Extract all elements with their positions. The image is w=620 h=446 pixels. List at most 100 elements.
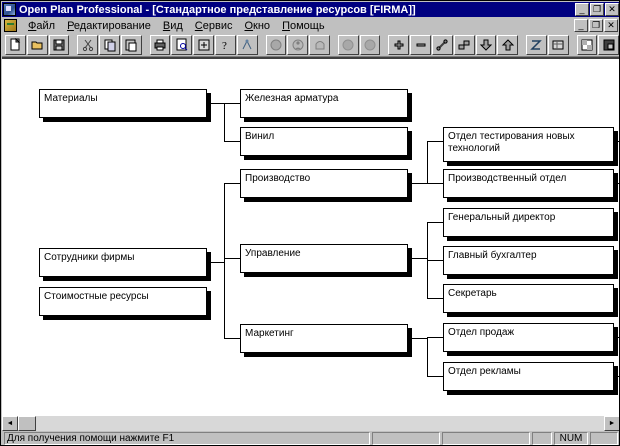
tree-node-label: Управление [245, 248, 301, 259]
toolbar-separator [331, 44, 338, 45]
menu-accel: П [282, 19, 290, 32]
resource-shape-icon[interactable] [309, 34, 330, 55]
connector-line [224, 183, 240, 184]
menu-label: омощь [289, 19, 325, 32]
connector-line [427, 222, 443, 223]
close-icon: ✕ [608, 4, 616, 14]
print-icon[interactable] [149, 34, 171, 55]
menu-accel: Р [67, 19, 74, 32]
new-file-icon[interactable] [5, 34, 26, 55]
document-icon[interactable] [4, 19, 17, 32]
layout-icon[interactable] [576, 34, 598, 55]
tree-node-proizvodstvennyy-otdel[interactable]: Производственный отдел [443, 169, 614, 198]
toolbar-separator [143, 44, 150, 45]
connector-line [614, 376, 619, 377]
scrollbar-track[interactable] [36, 416, 604, 431]
network-icon[interactable] [236, 34, 258, 55]
paste-icon[interactable] [120, 34, 142, 55]
tree-node-otdel-reklamy[interactable]: Отдел рекламы [443, 362, 614, 391]
menu-label: ид [170, 19, 183, 32]
connector-line [427, 141, 428, 183]
connector-line [614, 141, 619, 142]
menu-bar: Файл Редактирование Вид Сервис Окно Помо… [2, 18, 619, 33]
status-bar: Для получения помощи нажмите F1 NUM [2, 431, 619, 445]
filled-circle-icon[interactable] [337, 34, 359, 55]
table-icon[interactable] [547, 34, 569, 55]
minimize-icon: _ [579, 4, 585, 14]
menu-item-edit[interactable]: Редактирование [61, 19, 157, 33]
tree-node-glavnyy-buhgalter[interactable]: Главный бухгалтер [443, 246, 614, 275]
resource-tree-canvas[interactable]: Материалы Железная арматура Винил Отдел … [2, 57, 619, 415]
scroll-right-arrow-icon[interactable]: ► [604, 416, 619, 431]
zigzag-icon[interactable] [526, 34, 547, 55]
copy-icon[interactable] [99, 34, 120, 55]
tree-node-upravlenie[interactable]: Управление [240, 244, 408, 273]
connector-line [427, 183, 443, 184]
menu-item-service[interactable]: Сервис [189, 19, 239, 33]
svg-text:?: ? [222, 40, 227, 52]
step-icon[interactable] [453, 34, 475, 55]
horizontal-scrollbar[interactable]: ◄ ► [2, 415, 619, 431]
tree-node-generalnyy-direktor[interactable]: Генеральный директор [443, 208, 614, 237]
tree-node-otdel-prodazh[interactable]: Отдел продаж [443, 323, 614, 352]
toolbar: ? [2, 33, 619, 57]
scrollbar-thumb[interactable] [18, 416, 36, 431]
toolbar-separator [570, 44, 577, 45]
tree-node-proizvodstvo[interactable]: Производство [240, 169, 408, 198]
close-icon: ✕ [607, 20, 615, 30]
status-hint: Для получения помощи нажмите F1 [4, 432, 370, 445]
move-up-icon[interactable] [497, 34, 519, 55]
scroll-left-arrow-icon[interactable]: ◄ [2, 416, 18, 431]
connector-line [427, 337, 428, 377]
tree-node-vinil[interactable]: Винил [240, 127, 408, 156]
connector-line [427, 298, 443, 299]
print-preview-icon[interactable] [171, 34, 193, 55]
help-question-icon[interactable]: ? [215, 34, 236, 55]
add-plus-icon[interactable] [388, 34, 410, 55]
menu-item-view[interactable]: Вид [157, 19, 189, 33]
tree-node-sekretar[interactable]: Секретарь [443, 284, 614, 313]
resource-person-icon[interactable] [287, 34, 309, 55]
tree-node-sotrudniki-firmy[interactable]: Сотрудники фирмы [39, 248, 207, 277]
tree-node-otdel-testirovaniya[interactable]: Отдел тестирования новых технологий [443, 127, 614, 162]
arrange-icon[interactable] [598, 34, 619, 55]
connector-line [207, 262, 224, 263]
minimize-button[interactable]: _ [575, 3, 589, 16]
tree-node-label: Железная арматура [245, 93, 339, 104]
cut-scissors-icon[interactable] [77, 34, 99, 55]
filled-circle-2-icon[interactable] [359, 34, 381, 55]
toolbar-separator [259, 44, 266, 45]
tree-node-label: Материалы [44, 93, 98, 104]
remove-minus-icon[interactable] [410, 34, 431, 55]
tree-node-label: Стоимостные ресурсы [44, 291, 149, 302]
close-button[interactable]: ✕ [605, 3, 619, 16]
menu-accel: Ф [28, 19, 37, 32]
menu-label: едактирование [73, 19, 151, 32]
mdi-close-button[interactable]: ✕ [604, 19, 618, 32]
connector-line [408, 258, 427, 259]
connector-line [614, 183, 619, 184]
tree-node-label: Винил [245, 131, 275, 142]
link-icon[interactable] [431, 34, 453, 55]
tree-node-label: Производственный отдел [448, 173, 567, 184]
tree-node-materialy[interactable]: Материалы [39, 89, 207, 118]
mdi-minimize-button[interactable]: _ [574, 19, 588, 32]
sort-icon[interactable] [193, 34, 215, 55]
menu-item-help[interactable]: Помощь [276, 19, 331, 33]
tree-node-marketing[interactable]: Маркетинг [240, 324, 408, 353]
restore-button[interactable]: ❐ [590, 3, 604, 16]
save-disk-icon[interactable] [48, 34, 70, 55]
mdi-restore-button[interactable]: ❐ [589, 19, 603, 32]
menu-item-window[interactable]: Окно [238, 19, 276, 33]
toolbar-separator [519, 44, 526, 45]
move-down-icon[interactable] [475, 34, 497, 55]
tree-node-armatura[interactable]: Железная арматура [240, 89, 408, 118]
menu-item-file[interactable]: Файл [22, 19, 61, 33]
toolbar-separator [381, 44, 388, 45]
tree-node-label: Маркетинг [245, 328, 294, 339]
connector-line [224, 258, 240, 259]
open-folder-icon[interactable] [26, 34, 48, 55]
resource-circle-icon[interactable] [265, 34, 287, 55]
tree-node-stoimostnye-resursy[interactable]: Стоимостные ресурсы [39, 287, 207, 316]
status-pane-3 [532, 432, 552, 445]
